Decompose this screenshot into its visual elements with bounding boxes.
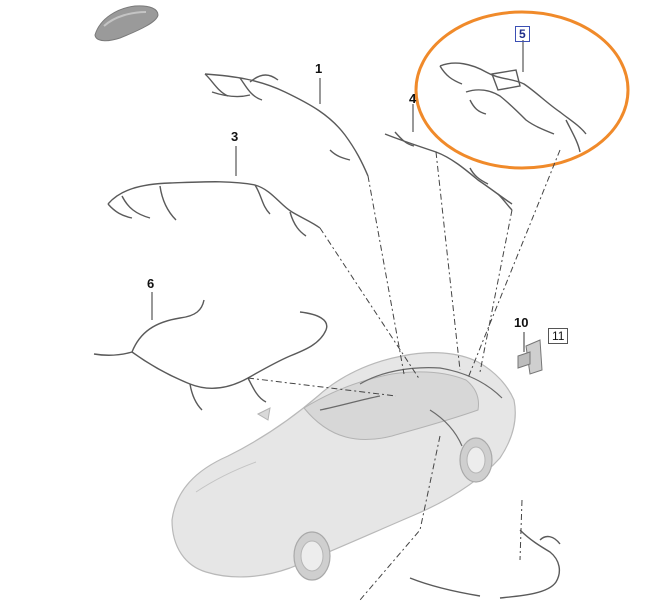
callout-4: 4 [409, 91, 417, 106]
callout-6: 6 [147, 276, 155, 291]
roof-harness [204, 73, 369, 177]
door-harness [107, 181, 321, 237]
callout-stubs [151, 40, 525, 352]
callout-3: 3 [231, 129, 239, 144]
underbody-harness [409, 529, 561, 599]
callout-11: 11 [548, 328, 569, 344]
floor-harness [93, 299, 328, 411]
callout-10: 10 [514, 315, 529, 330]
highlight-ellipse [414, 10, 630, 170]
car-illustration [171, 352, 516, 581]
bracket [517, 339, 543, 375]
callout-5: 5 [515, 26, 530, 42]
callout-1: 1 [315, 61, 323, 76]
car-thumbnail-icon [94, 5, 159, 42]
leader-lines [247, 149, 561, 601]
tailgate-harness [384, 131, 513, 211]
rear-module-harness [439, 62, 587, 153]
